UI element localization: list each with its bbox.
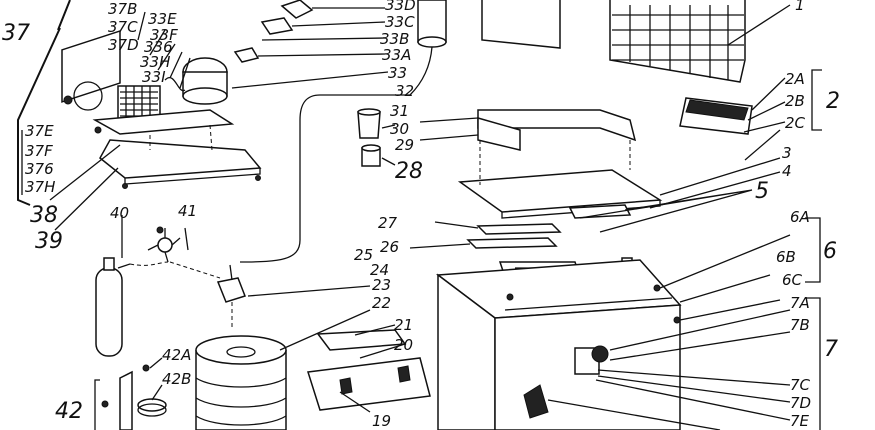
tray-group [307,324,431,413]
cups-group [357,108,396,167]
label-376: 376 [25,160,54,178]
label-37f: 37F [25,142,53,160]
label-6: 6 [823,239,837,264]
label-5: 5 [755,179,769,204]
regulator-41 [147,226,181,263]
label-3: 3 [782,144,792,162]
label-37h: 37H [25,178,55,196]
label-37e: 37E [25,122,54,140]
grille-1 [609,0,746,83]
callout-labels: 37 37B 37C 37D 33E 33F 336 33H 33I 33D 3… [2,0,840,430]
label-37b: 37B [108,0,137,18]
label-38: 38 [30,203,58,228]
label-42a: 42A [162,346,191,364]
label-2: 2 [826,89,840,114]
label-6a: 6A [790,208,810,226]
clip-33c [260,17,294,35]
label-2c: 2C [785,114,806,132]
label-21: 21 [394,316,413,334]
label-42b: 42B [162,370,191,388]
plate-19 [307,357,431,411]
label-20: 20 [394,336,413,354]
cabinet-side [437,273,496,430]
ring-42b [137,398,167,412]
label-19: 19 [372,412,391,430]
label-31: 31 [390,102,409,120]
label-33i: 33I [142,68,166,86]
co2-group [95,215,221,357]
top-shelf-3 [457,169,663,213]
label-40: 40 [110,204,129,222]
beer-line [239,94,410,263]
label-27: 27 [378,214,398,232]
label-7d: 7D [790,394,811,412]
label-336: 336 [144,38,173,56]
label-6c: 6C [782,271,803,289]
label-1: 1 [795,0,805,14]
label-2b: 2B [785,92,805,110]
bracket-42-group [94,357,167,430]
label-7c: 7C [790,376,811,394]
label-42: 42 [55,399,83,424]
fan-shroud [61,30,121,103]
label-7b: 7B [790,316,810,334]
coupler-23 [216,277,246,303]
label-24: 24 [370,261,389,279]
label-37: 37 [2,21,30,46]
label-41: 41 [178,202,197,220]
label-23: 23 [372,276,391,294]
label-7: 7 [824,337,838,362]
label-33a: 33A [382,46,411,64]
base-plate [99,139,262,179]
label-26: 26 [380,238,399,256]
label-4: 4 [782,162,792,180]
top-shelf-group [419,109,781,269]
clip-33d [280,0,314,19]
drip-tray-group [679,69,822,161]
cabinet-group [435,217,821,430]
grille-panel [481,0,791,83]
label-2a: 2A [785,70,805,88]
bracket-37 [17,0,71,206]
wall-bracket [119,370,133,430]
label-33h: 33H [140,53,170,71]
label-37d: 37D [108,36,139,54]
label-33e: 33E [148,10,177,28]
fan-motor-part [63,95,73,105]
label-6b: 6B [776,248,796,266]
label-33b: 33B [380,30,409,48]
label-25: 25 [354,246,373,264]
vent-louver [523,384,549,419]
keg-group [195,264,371,430]
label-28: 28 [395,159,423,184]
label-33d: 33D [385,0,416,14]
label-33: 33 [388,64,407,82]
label-33f: 33F [150,26,178,44]
label-7a: 7A [790,294,810,312]
label-22: 22 [372,294,391,312]
keg-22 [195,350,287,430]
tube-32 [417,0,447,43]
label-7e: 7E [790,412,810,430]
label-30: 30 [390,120,409,138]
clip-33a [233,47,260,63]
label-33c: 33C [385,13,415,31]
label-39: 39 [35,229,63,254]
label-37c: 37C [108,18,138,36]
co2-cylinder [95,267,123,357]
condensing-unit-group [17,0,389,231]
label-32: 32 [395,82,414,100]
fan-blade [73,81,103,111]
fittings-group [233,0,447,263]
label-29: 29 [395,136,414,154]
cup-29 [357,111,381,139]
